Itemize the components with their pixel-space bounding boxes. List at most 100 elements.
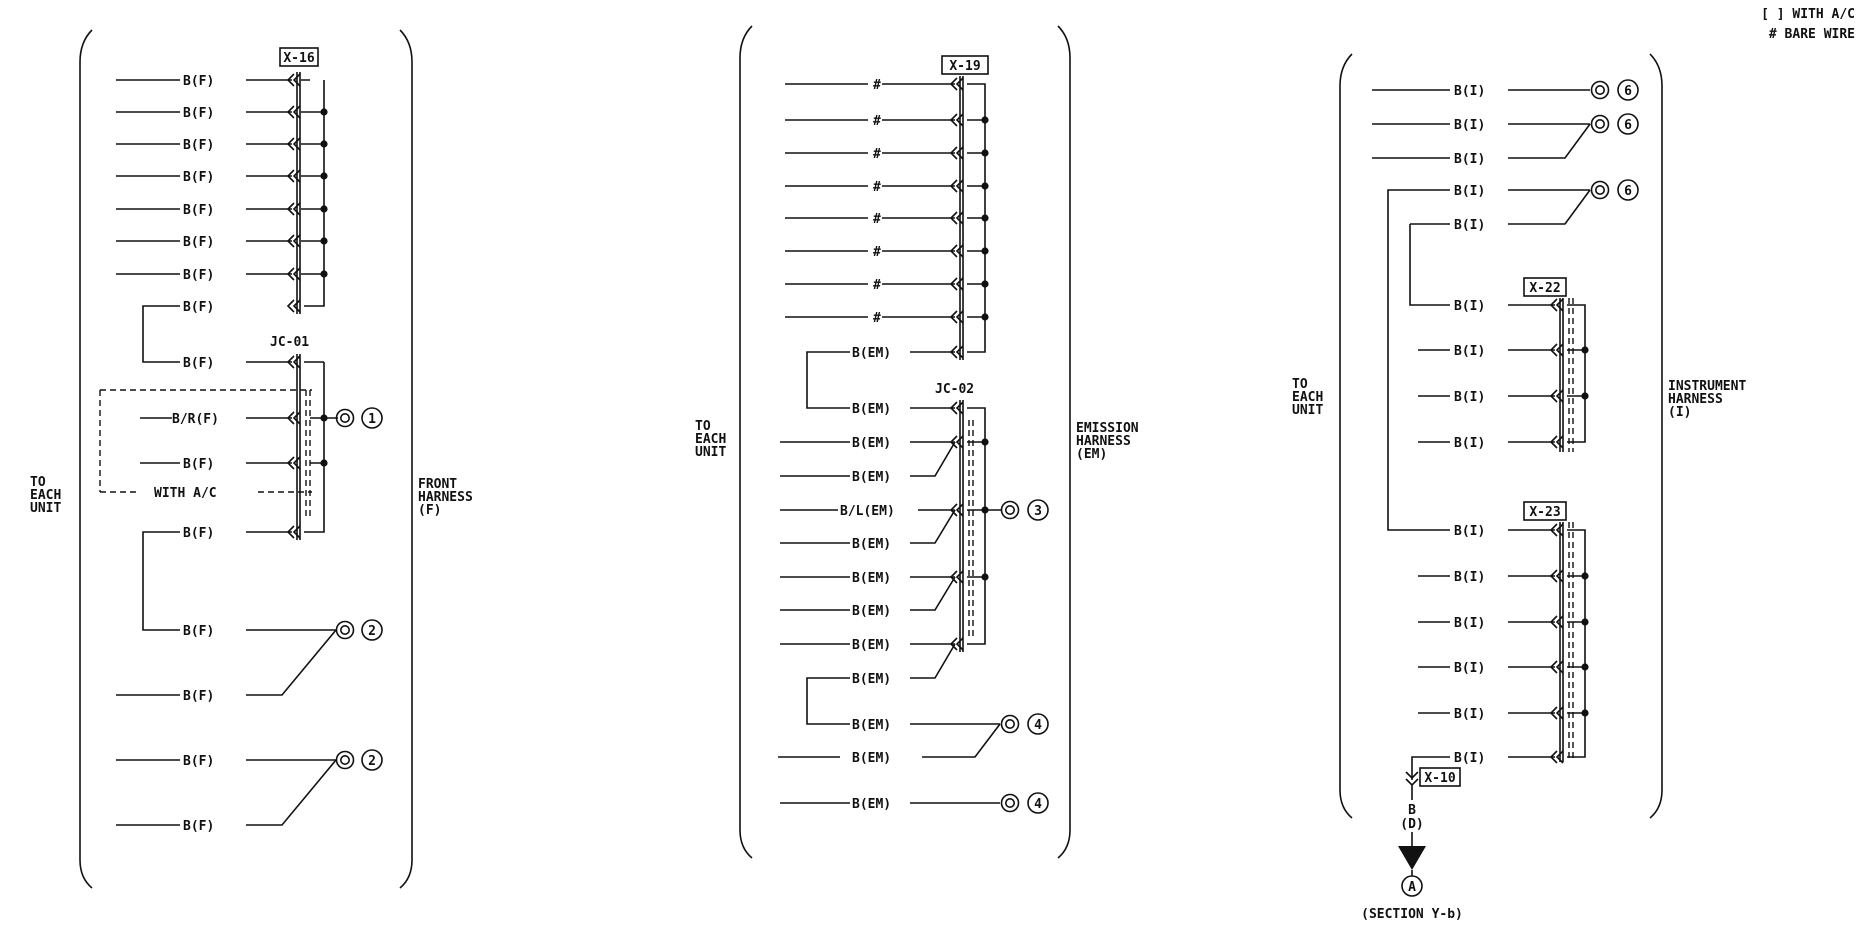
instrument-harness-section: TO EACH UNIT INSTRUMENT HARNESS (I) B(I)… — [1292, 53, 1746, 922]
front-harness-name-line2: HARNESS — [418, 490, 473, 505]
emission-bare-3: # — [873, 147, 881, 162]
legend-with-ac: [ ] WITH A/C — [1761, 7, 1855, 22]
emission-bare-2: # — [873, 114, 881, 129]
front-wire-label-11: B(F) — [183, 526, 214, 541]
instrument-left-bracket — [1339, 53, 1353, 819]
emission-to-each-unit-line3: UNIT — [695, 445, 726, 460]
junction-label-jc02: JC-02 — [935, 382, 974, 397]
instrument-wire-label-4: B(I) — [1454, 184, 1485, 199]
front-to-each-unit-line3: UNIT — [30, 501, 61, 516]
instrument-wire-label-13: B(I) — [1454, 661, 1485, 676]
down-arrow-icon — [1398, 846, 1426, 870]
front-wire-label-12: B(F) — [183, 624, 214, 639]
section-reference: (SECTION Y-b) — [1361, 907, 1463, 922]
emission-wire-label-7: B(EM) — [852, 604, 891, 619]
ground-number-4a: 4 — [1034, 718, 1042, 733]
front-wire-label-5: B(F) — [183, 203, 214, 218]
connector-box-x23 — [1523, 501, 1567, 521]
instrument-wire-label-2: B(I) — [1454, 118, 1485, 133]
instrument-to-each-unit-line1: TO — [1292, 377, 1308, 392]
ground-number-4b: 4 — [1034, 797, 1042, 812]
emission-wire-label-4: B(EM) — [852, 470, 891, 485]
with-ac-label: WITH A/C — [154, 486, 217, 501]
ground-number-6a: 6 — [1624, 84, 1632, 99]
emission-wire-label-5: B(EM) — [852, 537, 891, 552]
emission-harness-name-line2: HARNESS — [1076, 434, 1131, 449]
emission-loop-wire-2 — [806, 643, 956, 725]
emission-to-each-unit-line2: EACH — [695, 432, 726, 447]
emission-right-bracket — [1057, 25, 1071, 859]
emission-harness-name-line1: EMISSION — [1076, 421, 1139, 436]
ground-number-2a: 2 — [368, 624, 376, 639]
front-loop-wire — [142, 305, 180, 363]
front-top-rows — [116, 72, 325, 314]
emission-wire-label-1: B(EM) — [852, 346, 891, 361]
emission-wire-label-2: B(EM) — [852, 402, 891, 417]
instrument-wire-label-11: B(I) — [1454, 570, 1485, 585]
front-to-each-unit-line2: EACH — [30, 488, 61, 503]
connector-box-x19 — [941, 55, 989, 75]
emission-loop-wire — [806, 351, 955, 409]
ground-number-2b: 2 — [368, 754, 376, 769]
front-wire-label-1: B(F) — [183, 74, 214, 89]
front-wire-label-br: B/R(F) — [172, 412, 219, 427]
connector-box-x10 — [1419, 767, 1461, 787]
front-wire-label-13: B(F) — [183, 689, 214, 704]
with-ac-dashed-box — [99, 389, 312, 493]
ground-callout-1 — [361, 407, 383, 429]
emission-wire-label-9: B(EM) — [852, 672, 891, 687]
emission-wire-label-11: B(EM) — [852, 751, 891, 766]
front-wire-label-7: B(F) — [183, 268, 214, 283]
connector-box-x16 — [279, 47, 319, 67]
front-wire-label-6: B(F) — [183, 235, 214, 250]
front-wire-label-2: B(F) — [183, 106, 214, 121]
instrument-wire-label-1: B(I) — [1454, 84, 1485, 99]
ground-number-1: 1 — [368, 412, 376, 427]
instrument-harness-name-line1: INSTRUMENT — [1668, 379, 1746, 394]
front-wire-label-3: B(F) — [183, 138, 214, 153]
section-marker-circle — [1401, 875, 1423, 897]
instrument-wire-label-10: B(I) — [1454, 524, 1485, 539]
connector-label-x19: X-19 — [949, 59, 980, 74]
emission-wire-label-8: B(EM) — [852, 638, 891, 653]
instrument-harness-name-line3: (I) — [1668, 405, 1691, 420]
front-to-each-unit-line1: TO — [30, 475, 46, 490]
connector-label-x22: X-22 — [1529, 281, 1560, 296]
instrument-wire-label-12: B(I) — [1454, 616, 1485, 631]
front-wire-label-9: B(F) — [183, 356, 214, 371]
emission-to-each-unit-line1: TO — [695, 419, 711, 434]
junction-label-jc01: JC-01 — [270, 335, 309, 350]
connector-label-x23: X-23 — [1529, 505, 1560, 520]
emission-wire-label-3: B(EM) — [852, 436, 891, 451]
legend-bare-wire: # BARE WIRE — [1769, 27, 1855, 42]
front-wire-label-4: B(F) — [183, 170, 214, 185]
emission-bare-1: # — [873, 78, 881, 93]
emission-wire-label-6: B(EM) — [852, 571, 891, 586]
ground-number-3: 3 — [1034, 504, 1042, 519]
instrument-wire-label-8: B(I) — [1454, 390, 1485, 405]
emission-wire-label-12: B(EM) — [852, 797, 891, 812]
front-right-bracket — [399, 29, 413, 889]
instrument-harness-name-line2: HARNESS — [1668, 392, 1723, 407]
instrument-wire-label-6: B(I) — [1454, 299, 1485, 314]
emission-harness-section: TO EACH UNIT EMISSION HARNESS (EM) X-19 … — [695, 25, 1139, 859]
emission-wire-label-10: B(EM) — [852, 718, 891, 733]
emission-bare-8: # — [873, 311, 881, 326]
legend: [ ] WITH A/C # BARE WIRE — [1761, 7, 1855, 42]
ground-number-6b: 6 — [1624, 118, 1632, 133]
front-wire-label-10: B(F) — [183, 457, 214, 472]
instrument-to-each-unit-line2: EACH — [1292, 390, 1323, 405]
emission-harness-name-line3: (EM) — [1076, 447, 1107, 462]
emission-bare-5: # — [873, 212, 881, 227]
output-wire-line2: (D) — [1400, 817, 1423, 832]
emission-bare-7: # — [873, 278, 881, 293]
instrument-wire-label-9: B(I) — [1454, 436, 1485, 451]
connector-label-x16: X-16 — [283, 51, 314, 66]
front-loop-wire-2 — [142, 531, 180, 631]
emission-bare-4: # — [873, 180, 881, 195]
front-left-bracket — [79, 29, 93, 889]
instrument-right-bracket — [1649, 53, 1663, 819]
emission-bare-6: # — [873, 245, 881, 260]
front-harness-section: TO EACH UNIT FRONT HARNESS (F) X-16 B(F)… — [30, 29, 473, 889]
